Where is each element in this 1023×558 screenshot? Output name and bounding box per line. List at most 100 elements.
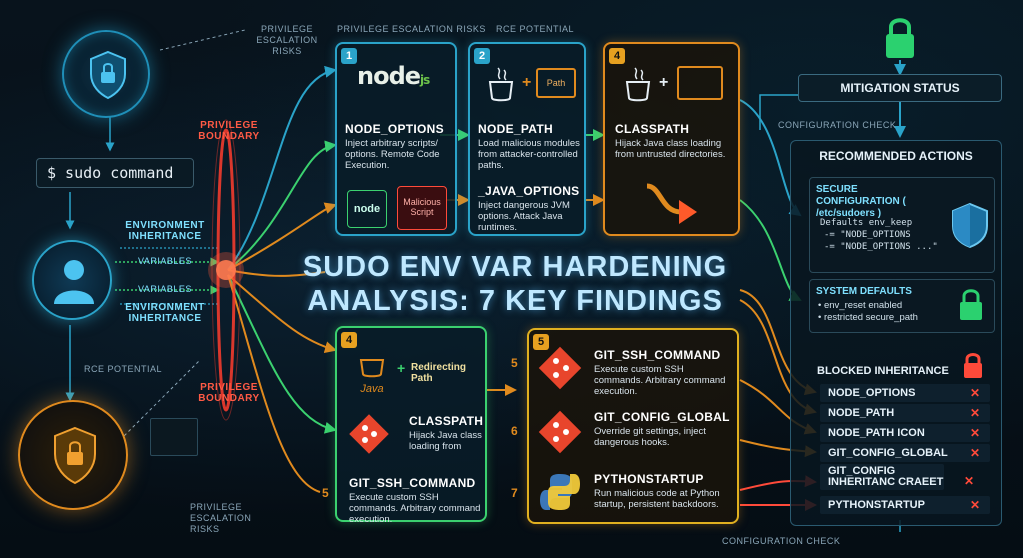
card-description-2: Inject dangerous JVM options. Attack Jav…: [478, 200, 570, 233]
item-description: Run malicious code at Python startup, pe…: [594, 488, 720, 510]
top-shield-orb: [62, 30, 150, 118]
x-icon: ✕: [969, 386, 980, 400]
blocked-row-label: NODE_OPTIONS: [828, 387, 916, 399]
plus-sign: +: [659, 74, 669, 91]
env-inheritance-label-1: ENVIRONMENT INHERITANCE: [125, 220, 205, 242]
malicious-script-badge: Malicious Script: [397, 186, 447, 230]
lock-icon-green: [886, 18, 914, 58]
main-title-line2: ANALYSIS: 7 KEY FINDINGS: [307, 285, 723, 317]
blocked-row-label: NODE_PATH: [828, 407, 895, 419]
recommended-actions-title: RECOMMENDED ACTIONS: [819, 149, 973, 163]
system-default-item: • env_reset enabled: [818, 300, 903, 311]
nodejs-logo: nodejs: [357, 62, 430, 90]
system-default-item: • restricted secure_path: [818, 312, 918, 323]
x-icon: ✕: [969, 446, 980, 460]
rce-potential-label-left: RCE POTENTIAL: [84, 364, 163, 374]
card-description: Inject arbitrary scripts/ options. Remot…: [345, 138, 440, 171]
item-number: 5: [511, 356, 518, 370]
item-title: CLASSPATH: [409, 414, 484, 428]
x-icon: ✕: [969, 498, 980, 512]
secure-config-box: SECURE CONFIGURATION ( /etc/sudoers ) De…: [809, 177, 995, 273]
redirecting-path-label: Redirecting Path: [411, 362, 467, 384]
plus-sign: +: [397, 360, 406, 376]
card-title: NODE_OPTIONS: [345, 122, 444, 136]
main-title-line1: SUDO ENV VAR HARDENING: [302, 251, 728, 283]
user-icon: [54, 260, 94, 304]
path-folder-icon: Path: [536, 68, 576, 98]
java-cup-icon: [488, 67, 514, 102]
privilege-boundary-label-bottom: PRIVILEGE BOUNDARY: [198, 382, 260, 404]
card-number: 4: [341, 332, 357, 348]
item-title-2: GIT_SSH_COMMAND: [349, 476, 476, 490]
main-title: SUDO ENV VAR HARDENING ANALYSIS: 7 KEY F…: [300, 250, 730, 318]
shield-lock-icon-orange: [54, 426, 96, 485]
path-folder-label: Path: [546, 78, 566, 88]
card-description: Hijack Java class loading from untrusted…: [615, 138, 726, 160]
java-logo: Java: [357, 348, 387, 395]
item-description: Hijack Java class loading from: [409, 430, 482, 452]
item-title: PYTHONSTARTUP: [594, 472, 704, 486]
plus-sign: +: [522, 74, 532, 91]
card-classpath-top: 4 + CLASSPATH Hijack Java class loading …: [603, 42, 740, 236]
secure-config-code-2: -= "NODE_OPTIONS: [824, 230, 911, 240]
card-number: 4: [609, 48, 625, 64]
folder-icon: [677, 66, 723, 100]
card-number: 1: [341, 48, 357, 64]
blocked-row: GIT_CONFIG_GLOBAL ✕: [820, 444, 990, 462]
priv-escalation-label-top-left: PRIVILEGE ESCALATION RISKS: [256, 24, 318, 56]
item-description: Execute custom SSH commands. Arbitrary c…: [594, 364, 726, 397]
x-icon: ✕: [969, 406, 980, 420]
user-avatar-orb: [32, 240, 112, 320]
item-description-2: Execute custom SSH commands. Arbitrary c…: [349, 492, 481, 525]
java-cup-icon: [625, 67, 651, 102]
item-title: GIT_CONFIG_GLOBAL: [594, 410, 730, 424]
bottom-shield-orb: [18, 400, 128, 510]
git-icon: [349, 414, 389, 454]
sudo-command-text: $ sudo command: [47, 164, 174, 182]
card-number: 5: [533, 334, 549, 350]
configuration-check-label-bottom: CONFIGURATION CHECK: [722, 536, 841, 546]
card-title-2: _JAVA_OPTIONS: [478, 184, 580, 198]
priv-escalation-label-center: PRIVILEGE ESCALATION RISKS: [337, 24, 486, 34]
configuration-check-label-top: CONFIGURATION CHECK: [778, 120, 897, 130]
java-label: Java: [360, 383, 384, 395]
lock-icon-green: [960, 289, 982, 320]
git-icon: [538, 410, 582, 454]
blocked-row: NODE_PATH ICON ✕: [820, 424, 990, 442]
lock-icon-red: [964, 353, 982, 378]
card-classpath-bottom: 4 Java + Redirecting Path CLASSPATH Hija…: [335, 326, 487, 525]
blocked-inheritance-title: BLOCKED INHERITANCE: [817, 365, 949, 377]
secure-config-title: SECURE CONFIGURATION ( /etc/sudoers ): [816, 184, 906, 219]
top-lock-icon-panel: [860, 14, 940, 64]
code-panel-decoration: [150, 418, 198, 456]
malicious-script-label: Malicious Script: [403, 197, 441, 217]
x-icon: ✕: [969, 426, 980, 440]
card-description: Load malicious modules from attacker-con…: [478, 138, 580, 171]
shield-lock-icon: [90, 50, 126, 100]
env-inheritance-label-2: ENVIRONMENT INHERITANCE: [125, 302, 205, 324]
java-cup-icon: [359, 359, 385, 378]
side-number-5: 5: [322, 486, 329, 500]
item-number: 7: [511, 486, 518, 500]
blocked-row: NODE_OPTIONS ✕: [820, 384, 990, 402]
blocked-row-label: GIT_CONFIG INHERITANC CRAEET: [828, 465, 944, 488]
priv-escalation-label-bottom: PRIVILEGE ESCALATION RISKS: [190, 502, 252, 534]
blocked-row-label: GIT_CONFIG_GLOBAL: [828, 447, 948, 459]
item-title: GIT_SSH_COMMAND: [594, 348, 721, 362]
system-defaults-box: SYSTEM DEFAULTS • env_reset enabled • re…: [809, 279, 995, 333]
item-description: Override git settings, inject dangerous …: [594, 426, 706, 448]
rce-potential-label-top: RCE POTENTIAL: [496, 24, 575, 34]
blocked-row: GIT_CONFIG INHERITANC CRAEET: [820, 464, 944, 490]
blocked-row-label: NODE_PATH ICON: [828, 427, 925, 439]
card-number: 2: [474, 48, 490, 64]
x-icon: ✕: [964, 474, 975, 488]
variables-label-1: VARIABLES: [138, 256, 192, 266]
mitigation-status-box: MITIGATION STATUS: [798, 74, 1002, 102]
shield-icon: [952, 202, 988, 248]
mitigation-status-label: MITIGATION STATUS: [840, 81, 960, 95]
secure-config-code-3: -= "NODE_OPTIONS ...": [824, 242, 938, 252]
variables-label-2: VARIABLES: [138, 284, 192, 294]
privilege-boundary-label-top: PRIVILEGE BOUNDARY: [198, 120, 260, 142]
blocked-row-label: PYTHONSTARTUP: [828, 499, 925, 511]
secure-config-code-1: Defaults env_keep: [820, 218, 913, 228]
